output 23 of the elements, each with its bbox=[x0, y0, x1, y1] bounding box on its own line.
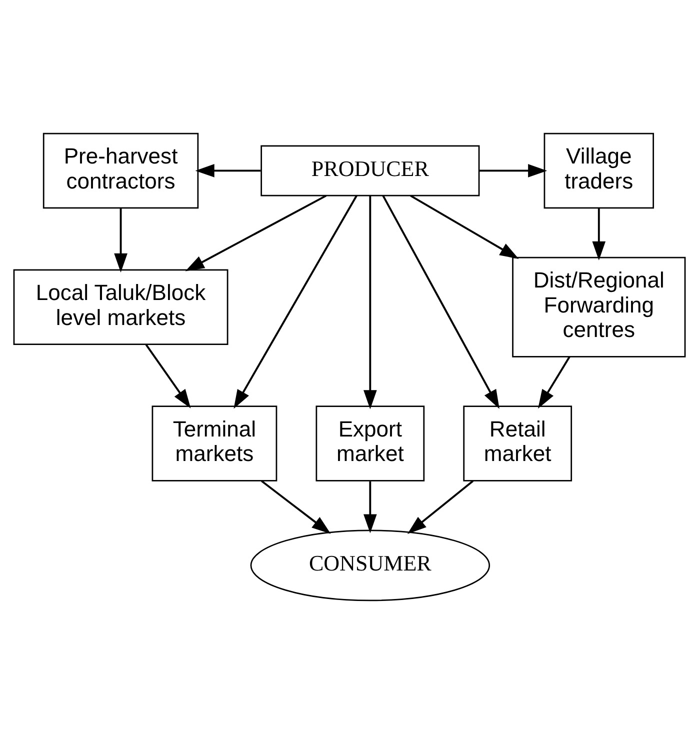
node-box: Dist/Regional Forwarding centres bbox=[512, 256, 686, 358]
arrow bbox=[234, 195, 358, 409]
arrow bbox=[185, 194, 327, 272]
arrow bbox=[195, 164, 261, 178]
arrow bbox=[364, 481, 377, 534]
arrow bbox=[261, 480, 331, 534]
arrow bbox=[410, 194, 519, 259]
arrow bbox=[382, 195, 500, 409]
arrow bbox=[364, 196, 377, 410]
node-box: Village traders bbox=[544, 132, 654, 209]
node-box: Pre-harvest contractors bbox=[42, 132, 199, 209]
arrow bbox=[114, 208, 128, 272]
arrow bbox=[145, 344, 191, 408]
arrow bbox=[407, 480, 474, 534]
node-box: Retail market bbox=[463, 406, 572, 482]
node-box: Local Taluk/Block level markets bbox=[13, 269, 228, 346]
arrow bbox=[592, 208, 606, 260]
node-box: Terminal markets bbox=[152, 406, 278, 482]
arrow bbox=[479, 164, 548, 178]
arrow bbox=[538, 356, 570, 409]
node-box: Export market bbox=[316, 406, 425, 482]
node-ellipse: CONSUMER bbox=[250, 530, 490, 602]
node-box: PRODUCER bbox=[260, 145, 480, 196]
